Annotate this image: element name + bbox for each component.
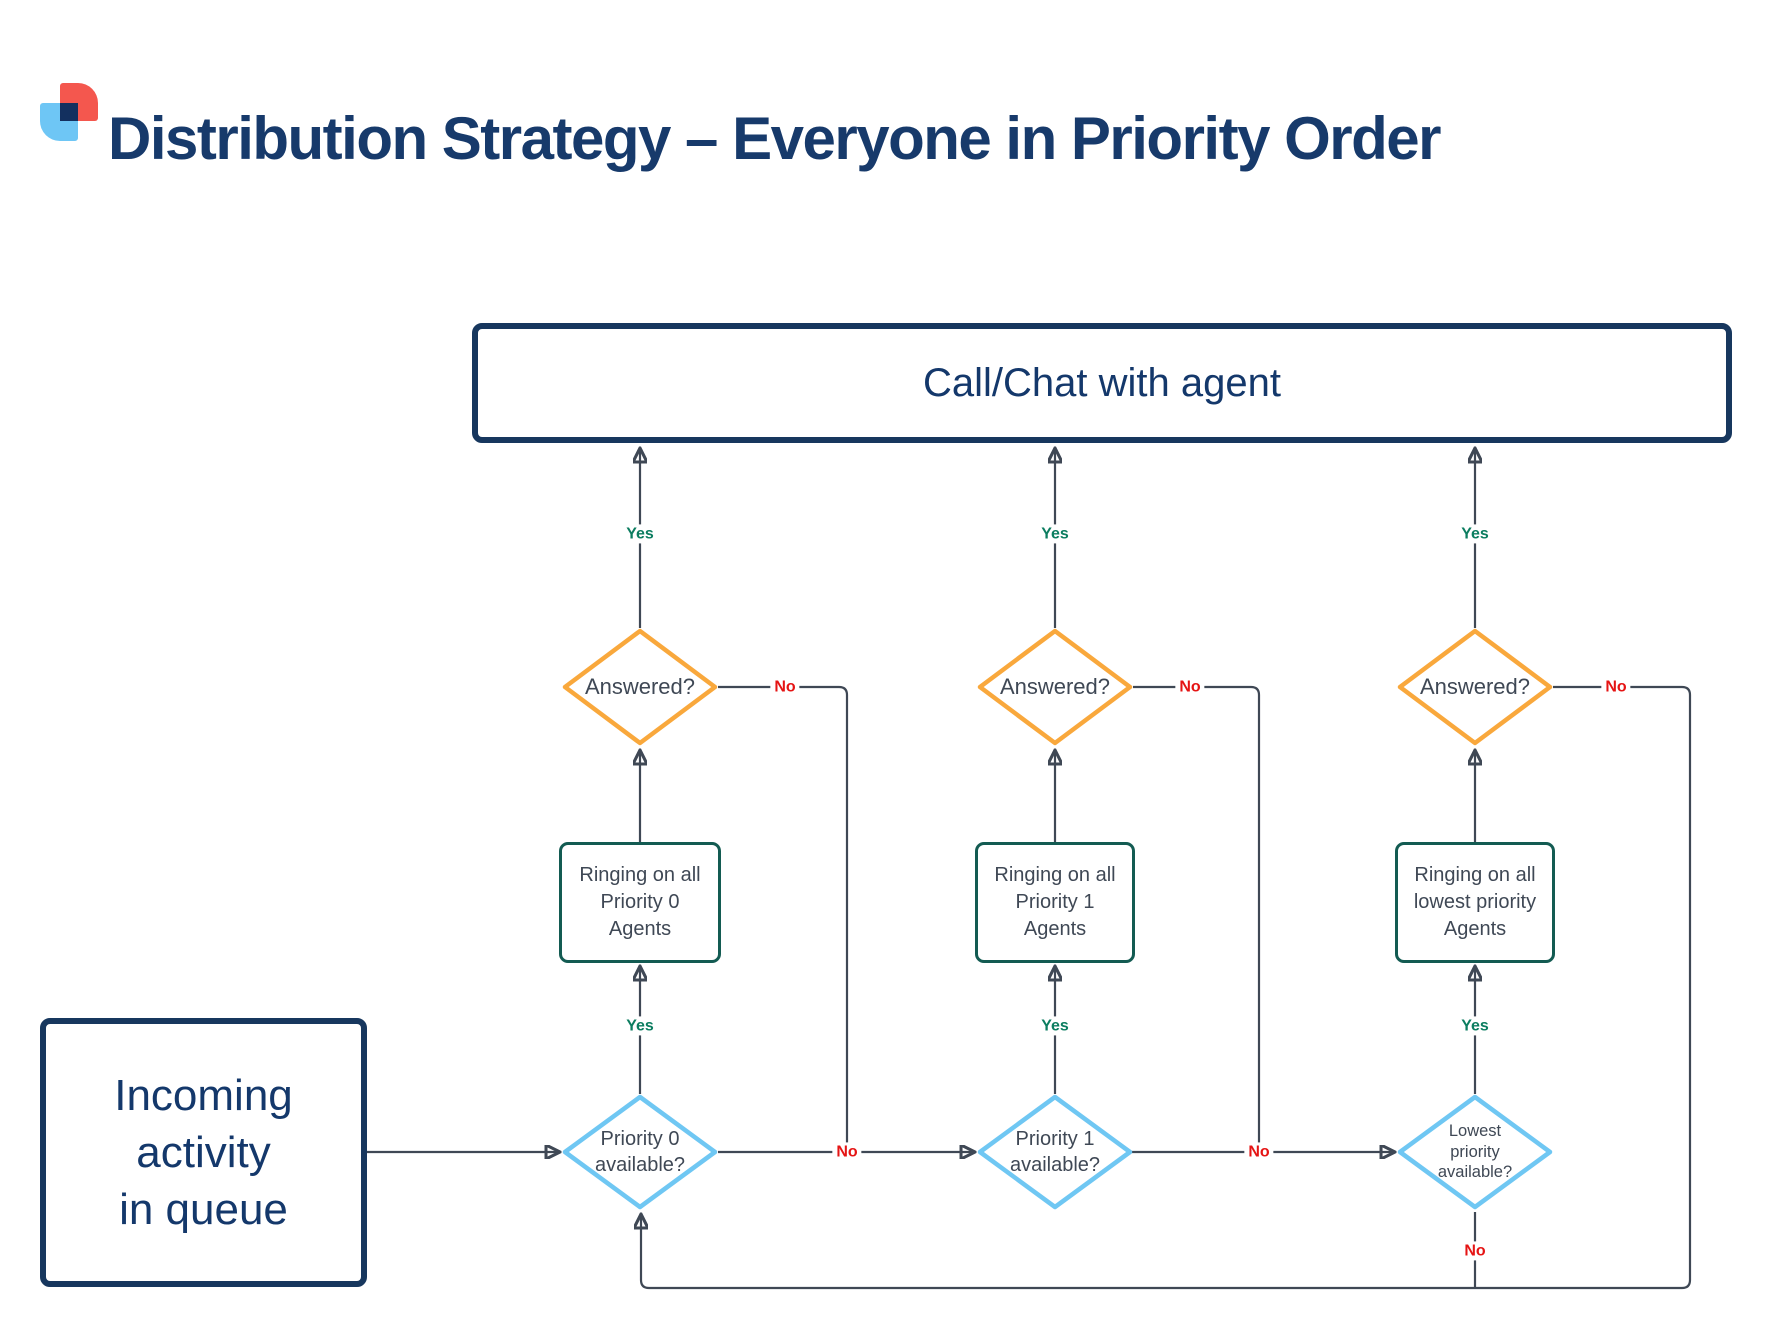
node-label: Call/Chat with agent: [923, 360, 1281, 405]
node-answered-1: Answered?: [562, 628, 718, 746]
diamond-shape: [1397, 628, 1553, 746]
node-answered-3: Answered?: [1397, 628, 1553, 746]
node-answered-2: Answered?: [977, 628, 1133, 746]
diamond-shape: [977, 1094, 1133, 1210]
diamond-shape: [1397, 1094, 1553, 1210]
node-label: Ringing on all lowest priority Agents: [1413, 864, 1537, 940]
edge-label-yes: Yes: [622, 524, 658, 544]
node-call-chat-with-agent: Call/Chat with agent: [472, 323, 1732, 443]
node-ringing-priority1: Ringing on all Priority 1 Agents: [975, 842, 1135, 963]
edge-answered1-no-down: [718, 685, 849, 1153]
node-label: Priority 0 available?: [594, 1128, 686, 1176]
edge-label-yes: Yes: [622, 1016, 658, 1036]
node-label: Answered?: [999, 674, 1111, 699]
node-label: Incoming activity in queue: [114, 1070, 293, 1235]
node-priority0-available: Priority 0 available?: [562, 1094, 718, 1210]
edge-answered2-no-down: [1133, 685, 1261, 1153]
node-lowest-priority-available: Lowest priority available?: [1397, 1094, 1553, 1210]
diamond-shape: [977, 628, 1133, 746]
brand-logo: [40, 83, 98, 141]
node-ringing-priority0: Ringing on all Priority 0 Agents: [559, 842, 721, 963]
node-priority1-available: Priority 1 available?: [977, 1094, 1133, 1210]
edge-label-yes: Yes: [1037, 524, 1073, 544]
node-label: Answered?: [584, 674, 696, 699]
edge-label-no: No: [832, 1142, 862, 1162]
edge-label-yes: Yes: [1457, 1016, 1493, 1036]
node-label: Ringing on all Priority 1 Agents: [994, 864, 1116, 940]
node-label: Answered?: [1419, 674, 1531, 699]
edge-label-no: No: [1460, 1241, 1490, 1261]
diamond-shape: [562, 628, 718, 746]
node-ringing-lowest-priority: Ringing on all lowest priority Agents: [1395, 842, 1555, 963]
edge-answered3-no-loop-back: [641, 685, 1692, 1290]
logo-overlap-shape: [60, 103, 78, 121]
node-label: Ringing on all Priority 0 Agents: [579, 864, 701, 940]
edge-label-no: No: [1244, 1142, 1274, 1162]
edge-label-yes: Yes: [1037, 1016, 1073, 1036]
node-label: Lowest priority available?: [1437, 1122, 1513, 1182]
node-incoming-activity: Incoming activity in queue: [40, 1018, 367, 1287]
edge-label-no: No: [1601, 677, 1631, 697]
edge-label-yes: Yes: [1457, 524, 1493, 544]
diamond-shape: [562, 1094, 718, 1210]
edge-label-no: No: [1175, 677, 1205, 697]
page-title: Distribution Strategy – Everyone in Prio…: [108, 105, 1442, 172]
edge-label-no: No: [770, 677, 800, 697]
node-label: Priority 1 available?: [1009, 1128, 1101, 1176]
